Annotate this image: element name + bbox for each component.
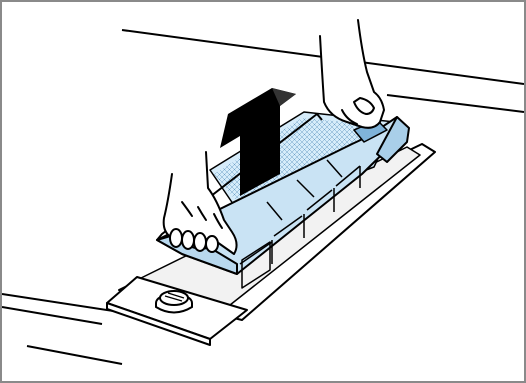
right-hand-icon: [320, 20, 384, 128]
lid-knob-icon: [156, 291, 192, 313]
